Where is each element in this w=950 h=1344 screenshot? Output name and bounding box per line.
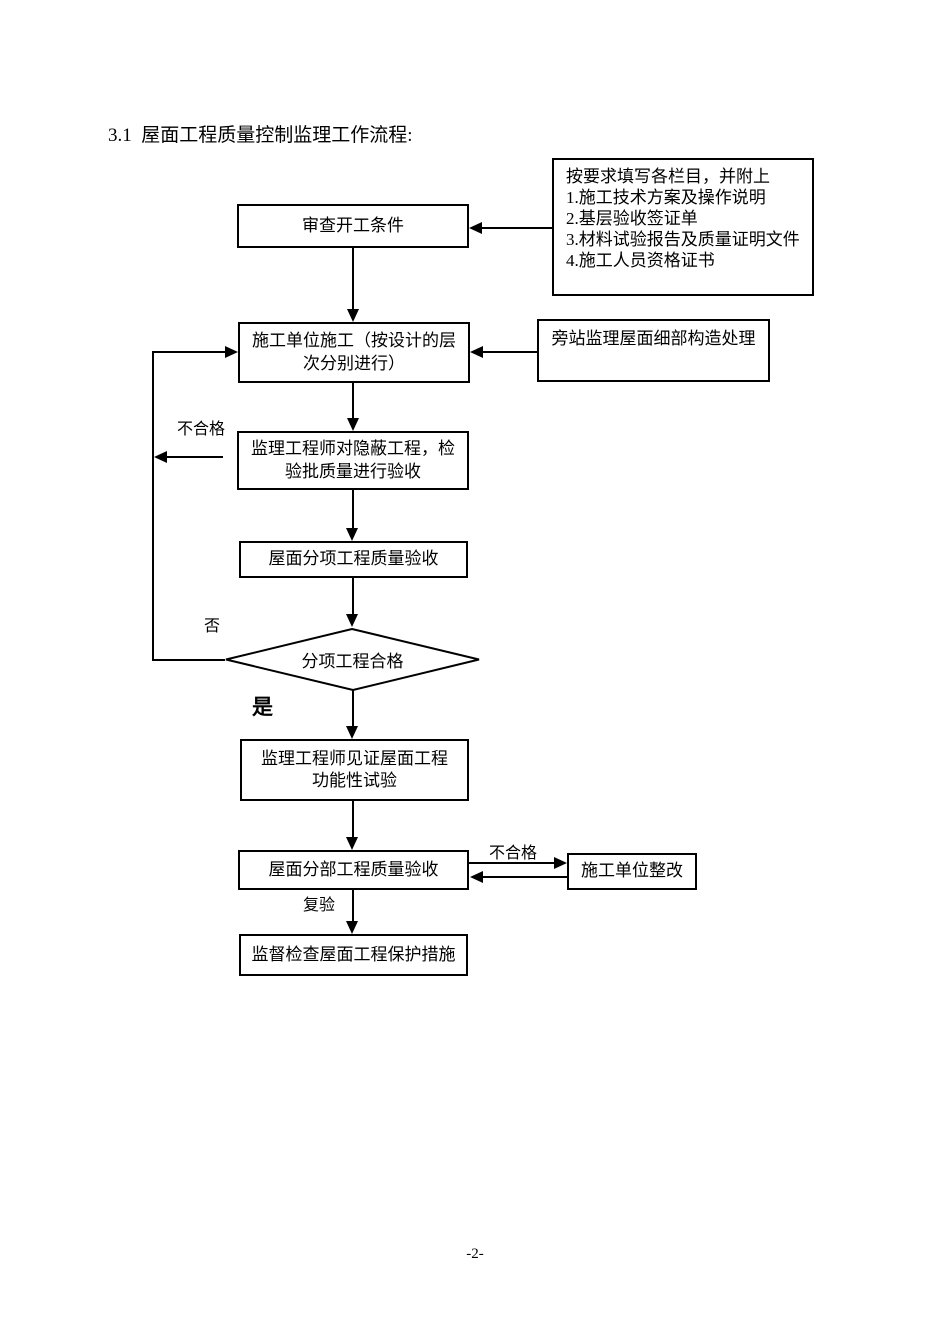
edge-label-yes: 是 (252, 695, 273, 719)
flow-box-subitem-acceptance: 屋面分项工程质量验收 (239, 541, 468, 578)
connector-rectify-to-subdivision (483, 876, 567, 878)
connector-subitem-to-decision (352, 578, 354, 615)
flow-box-rectify-label: 施工单位整改 (581, 861, 683, 881)
edge-label-no: 否 (204, 618, 221, 635)
requirements-line: 4.施工人员资格证书 (566, 251, 715, 270)
arrowhead-hidden-fail (154, 451, 167, 463)
arrowhead-subdivision-to-protection (346, 921, 358, 934)
flow-box-sidestation: 旁站监理屋面细部构造处理 (537, 319, 770, 382)
connector-hidden-to-subitem (352, 490, 354, 529)
requirements-line: 3.材料试验报告及质量证明文件 (566, 230, 800, 249)
connector-sidestation-to-construction (483, 351, 537, 353)
page-number: -2- (466, 1246, 484, 1262)
section-title: 3.1 屋面工程质量控制监理工作流程: (108, 125, 413, 146)
arrowhead-subitem-to-decision (346, 614, 358, 627)
arrowhead-rectify-to-subdivision (470, 871, 483, 883)
connector-subdivision-to-rectify (469, 862, 554, 864)
requirements-line: 1.施工技术方案及操作说明 (566, 188, 766, 207)
flow-box-subitem-acceptance-label: 屋面分项工程质量验收 (268, 549, 439, 569)
arrowhead-subdivision-to-rectify (554, 857, 567, 869)
flow-box-subdivision-acceptance-label: 屋面分部工程质量验收 (268, 859, 439, 879)
requirements-line: 2.基层验收签证单 (566, 209, 698, 228)
flow-box-subdivision-acceptance: 屋面分部工程质量验收 (238, 850, 469, 890)
edge-label-fail-left: 不合格 (177, 421, 226, 438)
connector-construction-to-hidden (352, 383, 354, 420)
decision-diamond-label: 分项工程合格 (301, 651, 404, 671)
flow-box-protection: 监督检查屋面工程保护措施 (239, 934, 468, 976)
connector-decision-to-witness (352, 690, 354, 727)
arrowhead-review-to-construction (347, 309, 359, 322)
flow-box-requirements-note: 按要求填写各栏目，并附上 1.施工技术方案及操作说明 2.基层验收签证单 3.材… (552, 158, 814, 296)
arrowhead-witness-to-subdivision (346, 837, 358, 850)
connector-decision-no-horizontal (152, 659, 225, 661)
flow-box-witness-test: 监理工程师见证屋面工程 功能性试验 (240, 739, 469, 801)
flow-box-review-label: 审查开工条件 (302, 215, 404, 235)
requirements-line: 按要求填写各栏目，并附上 (566, 167, 770, 186)
flow-box-hidden-inspection: 监理工程师对隐蔽工程，检 验批质量进行验收 (237, 431, 469, 490)
connector-review-to-construction (352, 248, 354, 311)
edge-label-recheck: 复验 (303, 897, 336, 914)
decision-diamond-shape (225, 628, 480, 691)
flow-box-witness-test-label: 监理工程师见证屋面工程 功能性试验 (261, 748, 448, 790)
flow-box-construction: 施工单位施工（按设计的层 次分别进行） (238, 322, 470, 383)
connector-note-to-review (482, 227, 552, 229)
arrowhead-construction-to-hidden (347, 418, 359, 431)
connector-feedback-vertical (152, 351, 154, 661)
decision-diamond: 分项工程合格 (225, 628, 480, 690)
arrowhead-hidden-to-subitem (346, 528, 358, 541)
arrowhead-note-to-review (469, 222, 482, 234)
flow-box-hidden-inspection-label: 监理工程师对隐蔽工程，检 验批质量进行验收 (251, 439, 455, 481)
flow-box-construction-label: 施工单位施工（按设计的层 次分别进行） (252, 331, 456, 373)
arrowhead-sidestation-to-construction (470, 346, 483, 358)
connector-hidden-fail (167, 456, 223, 458)
flow-box-review-start-conditions: 审查开工条件 (237, 204, 469, 248)
connector-witness-to-subdivision (352, 800, 354, 838)
edge-label-fail-right: 不合格 (489, 845, 538, 862)
arrowhead-feedback-to-construction (225, 346, 238, 358)
connector-feedback-to-construction (152, 351, 225, 353)
arrowhead-decision-to-witness (346, 726, 358, 739)
flow-box-protection-label: 监督检查屋面工程保护措施 (251, 944, 456, 964)
flow-box-sidestation-label: 旁站监理屋面细部构造处理 (551, 329, 756, 348)
connector-subdivision-to-protection (352, 890, 354, 922)
flow-box-rectify: 施工单位整改 (567, 853, 697, 890)
